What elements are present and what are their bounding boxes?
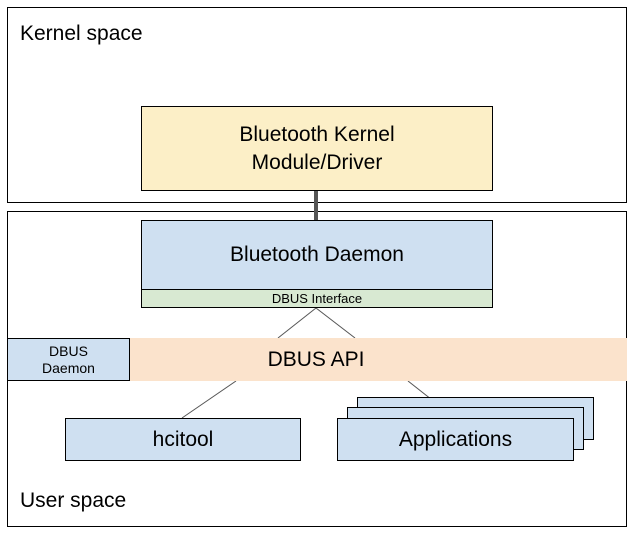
user-space-label: User space (20, 489, 127, 512)
kernel-module-line1: Bluetooth Kernel (239, 122, 395, 146)
dbus-api-band: DBUS API (130, 338, 627, 381)
dbus-interface-box: DBUS Interface (141, 289, 493, 308)
dbus-api-label: DBUS API (267, 347, 365, 371)
bluetooth-daemon-label: Bluetooth Daemon (230, 243, 404, 266)
dbus-daemon-line2: Daemon (42, 359, 95, 376)
kernel-module-line2: Module/Driver (251, 150, 383, 174)
applications-label: Applications (398, 427, 513, 451)
iface-to-api-left (277, 307, 317, 339)
api-to-hcitool (181, 380, 237, 419)
hcitool-box: hcitool (65, 418, 301, 461)
hcitool-label: hcitool (152, 427, 214, 451)
iface-to-api-right (315, 307, 356, 339)
bluetooth-kernel-module-box: Bluetooth Kernel Module/Driver (141, 106, 493, 191)
applications-box: Applications (337, 418, 574, 461)
dbus-daemon-line1: DBUS (49, 342, 88, 359)
kernel-space-label: Kernel space (20, 22, 143, 45)
dbus-interface-label: DBUS Interface (271, 291, 363, 306)
dbus-daemon-box: DBUS Daemon (7, 338, 130, 381)
bluetooth-daemon-box: Bluetooth Daemon (141, 220, 493, 290)
